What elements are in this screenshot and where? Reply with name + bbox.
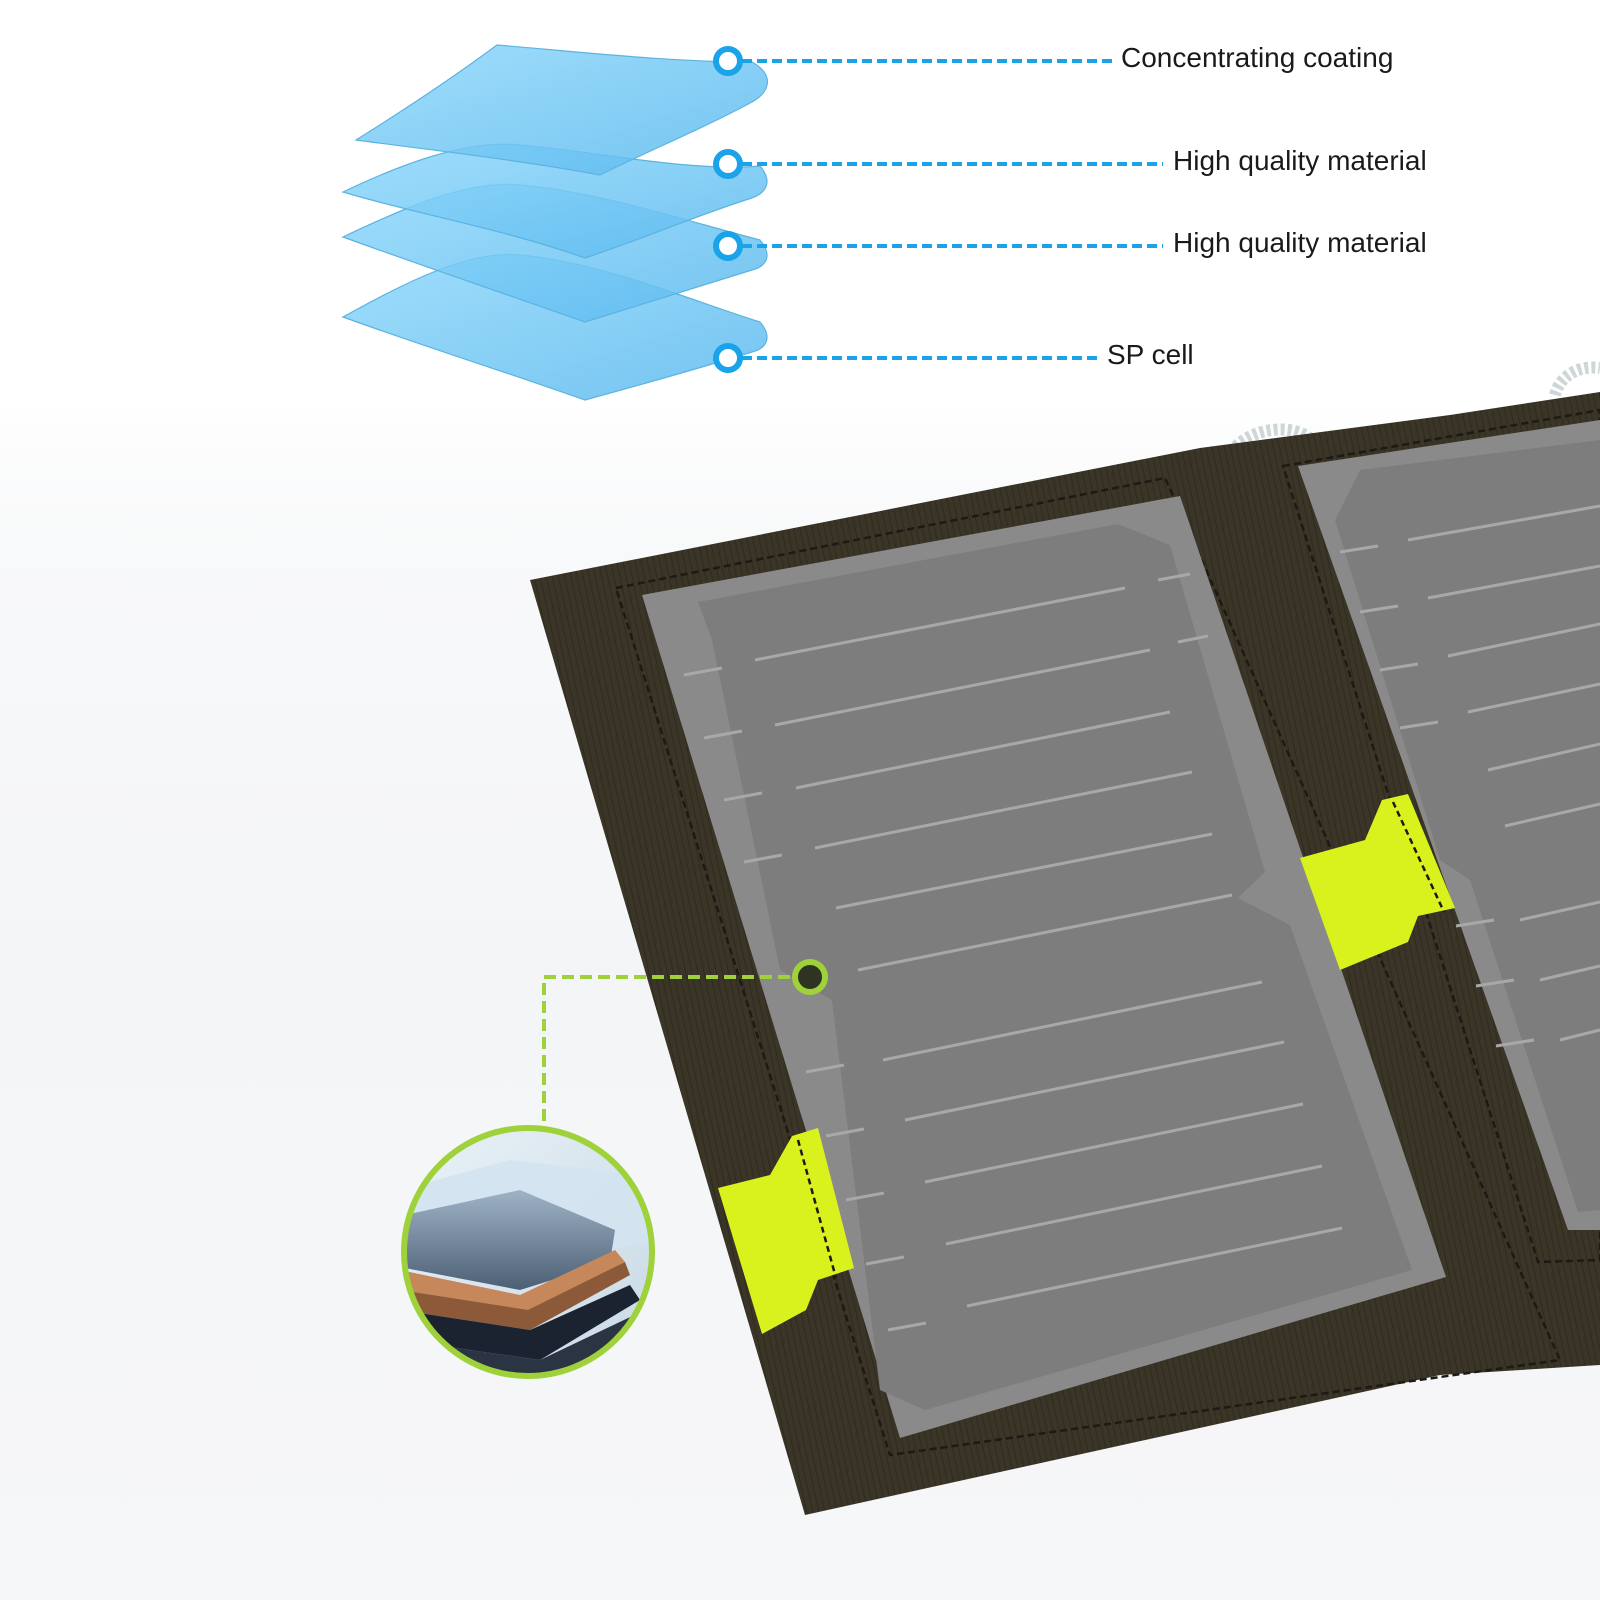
cell-grid-lines (683, 572, 1343, 1332)
cord (1549, 361, 1600, 397)
layer-callouts (713, 46, 1163, 373)
dot-marker-icon (792, 959, 828, 995)
solar-panel (530, 361, 1600, 1515)
solar-cell-right-inner (1335, 440, 1600, 1212)
label-sp-cell: SP cell (1107, 339, 1194, 370)
ring-marker-icon (713, 231, 743, 261)
magnified-cross-section-icon (406, 1130, 650, 1374)
ring-marker-icon (713, 343, 743, 373)
layer-stack (341, 44, 768, 401)
label-concentrating-coating: Concentrating coating (1121, 42, 1394, 73)
label-high-quality-material-1: High quality material (1173, 145, 1427, 176)
layer-concentrating-coating (354, 44, 768, 176)
stitching (1281, 408, 1600, 1264)
cell-grid-lines (1339, 504, 1600, 1048)
solar-cell-left-inner (698, 524, 1412, 1410)
ring-marker-icon (713, 149, 743, 179)
accent-strap-right (1300, 794, 1455, 970)
ring-marker-icon (713, 46, 743, 76)
layer-stack-background (0, 0, 1600, 410)
accent-strap-left (718, 1128, 854, 1334)
zoom-callout (401, 959, 828, 1379)
label-high-quality-material-2: High quality material (1173, 227, 1427, 258)
